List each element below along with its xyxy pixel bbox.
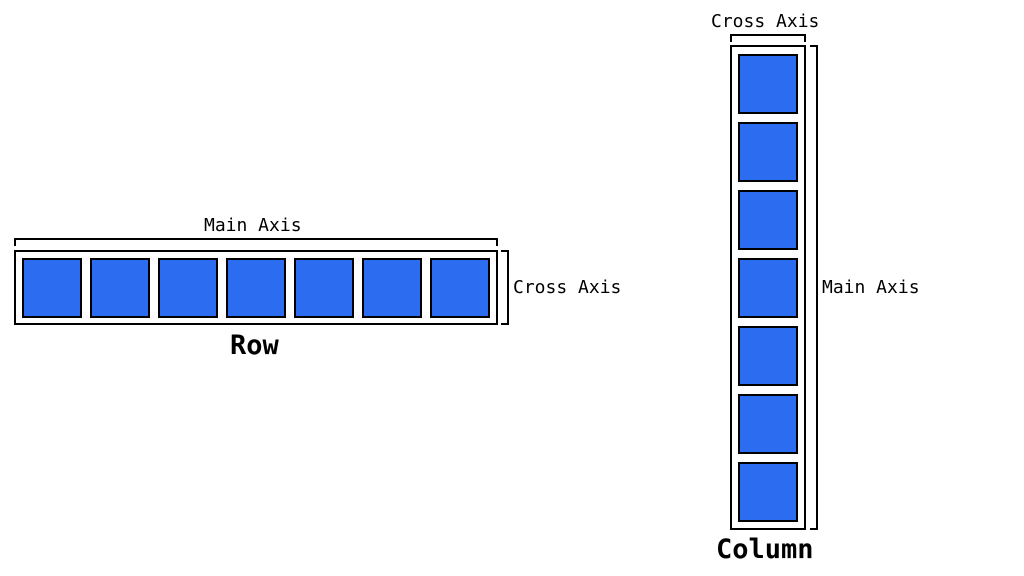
row-item-6 [362, 258, 422, 318]
row-items [22, 258, 490, 318]
row-item-7 [430, 258, 490, 318]
row-item-3 [158, 258, 218, 318]
column-items [738, 54, 798, 522]
column-cross-axis-bracket [730, 34, 806, 42]
column-item-3 [738, 190, 798, 250]
row-item-5 [294, 258, 354, 318]
row-item-1 [22, 258, 82, 318]
column-main-axis-bracket [810, 45, 818, 530]
row-title: Row [230, 330, 279, 361]
row-item-4 [226, 258, 286, 318]
column-container [730, 45, 806, 530]
row-item-2 [90, 258, 150, 318]
column-item-5 [738, 326, 798, 386]
column-cross-axis-label: Cross Axis [711, 11, 820, 32]
column-diagram [730, 34, 818, 530]
row-main-axis-label: Main Axis [204, 215, 302, 236]
column-item-4 [738, 258, 798, 318]
row-main-axis-bracket [14, 238, 498, 246]
row-container [14, 250, 498, 325]
row-diagram [14, 238, 509, 325]
column-item-1 [738, 54, 798, 114]
row-cross-axis-label: Cross Axis [513, 277, 622, 298]
row-cross-axis-bracket [501, 250, 509, 325]
column-item-2 [738, 122, 798, 182]
column-item-7 [738, 462, 798, 522]
column-title: Column [716, 534, 814, 565]
column-main-axis-label: Main Axis [822, 277, 920, 298]
column-item-6 [738, 394, 798, 454]
